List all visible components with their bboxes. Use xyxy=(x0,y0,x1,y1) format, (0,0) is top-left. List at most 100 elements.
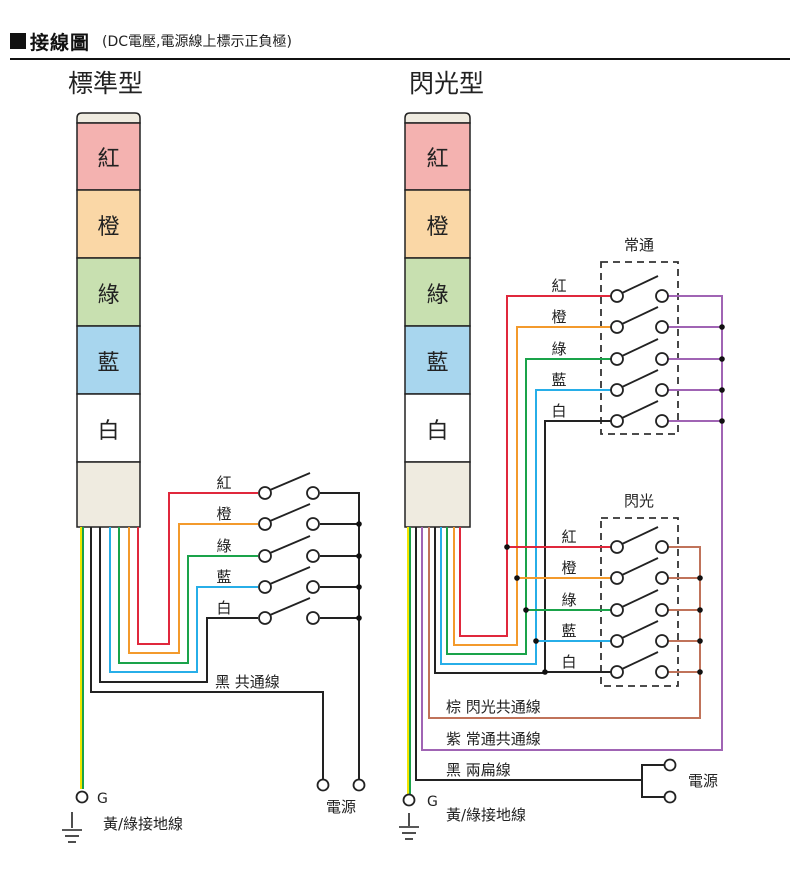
standard-tier-label: 綠 xyxy=(97,283,119,308)
junction-dot xyxy=(533,638,539,644)
ground-symbol-label: G xyxy=(427,794,438,810)
standard-tier-label: 紅 xyxy=(97,147,119,172)
ground-terminal xyxy=(402,793,416,807)
steady-switch-label: 紅 xyxy=(551,277,566,295)
flash-tier-white xyxy=(404,393,471,463)
flash-wires xyxy=(407,295,723,798)
junction-dot xyxy=(504,544,510,550)
standard-switch-red xyxy=(258,472,320,500)
ground-symbol-label: G xyxy=(97,791,108,807)
flash-switch-label: 藍 xyxy=(561,622,576,640)
flash-junction-dots xyxy=(504,324,725,675)
junction-dot xyxy=(356,615,362,621)
standard-wires xyxy=(80,492,360,789)
junction-dot xyxy=(719,387,725,393)
steady-switch-box xyxy=(600,261,679,435)
standard-common-label: 黑 共通線 xyxy=(215,673,280,691)
standard-tower-base xyxy=(76,461,141,528)
flash-tier-label: 紅 xyxy=(426,147,448,172)
flash-title: 閃光型 xyxy=(409,69,484,98)
steady-switch-white xyxy=(610,400,669,428)
flash-switch-green xyxy=(610,589,669,617)
steady-switches xyxy=(610,275,669,428)
flash-switch-white xyxy=(610,651,669,679)
standard-switch-green xyxy=(258,535,320,563)
junction-dot xyxy=(697,669,703,675)
junction-dot xyxy=(719,418,725,424)
standard-switch-label: 紅 xyxy=(216,474,231,492)
flash-tier-label: 白 xyxy=(426,419,448,444)
standard-switch-blue xyxy=(258,566,320,594)
steady-switch-red xyxy=(610,275,669,303)
power-terminal xyxy=(663,790,677,804)
junction-dot xyxy=(356,521,362,527)
header: 接線圖 (DC電壓,電源線上標示正負極) xyxy=(10,28,292,54)
steady-switch-label: 綠 xyxy=(551,340,566,358)
flash-group-label: 閃光 xyxy=(624,492,654,510)
flash-tower: 紅 橙 綠 藍 白 xyxy=(404,112,471,528)
standard-tier-blue xyxy=(76,325,141,395)
standard-switch-label: 綠 xyxy=(216,537,231,555)
flash-power-terminals xyxy=(663,758,677,804)
standard-wire-red xyxy=(137,492,258,645)
standard-tier-label: 橙 xyxy=(97,215,119,240)
flash-switch-label: 白 xyxy=(561,653,576,671)
standard-title: 標準型 xyxy=(68,69,143,98)
flash-wire-blue xyxy=(440,389,612,665)
standard-common-wire xyxy=(90,527,324,780)
flash-tier-red xyxy=(404,122,471,191)
flash-switch-box xyxy=(600,517,679,687)
steady-switch-green xyxy=(610,338,669,366)
steady-switch-label: 藍 xyxy=(551,371,566,389)
junction-dot xyxy=(514,575,520,581)
flash-purple-common-wire xyxy=(421,295,723,751)
standard-wire-orange xyxy=(128,523,258,654)
flash-tower-cap xyxy=(404,112,471,124)
junction-dot xyxy=(356,584,362,590)
flashing-switches xyxy=(610,526,669,679)
flash-tier-label: 綠 xyxy=(426,283,448,308)
flash-switch-label: 綠 xyxy=(561,591,576,609)
steady-switch-label: 橙 xyxy=(551,308,566,326)
standard-tier-red xyxy=(76,122,141,191)
junction-dot xyxy=(719,356,725,362)
ground-icon xyxy=(62,812,82,843)
brown-common-label: 棕 閃光共通線 xyxy=(446,698,541,716)
flash-power-label: 電源 xyxy=(688,772,718,790)
flash-tier-blue xyxy=(404,325,471,395)
junction-dot xyxy=(542,669,548,675)
ground-label: 黃/綠接地線 xyxy=(446,806,526,824)
standard-tier-white xyxy=(76,393,141,463)
junction-dot xyxy=(697,607,703,613)
flash-power-fork xyxy=(641,764,665,798)
power-terminal xyxy=(352,778,366,792)
flash-switch-label: 紅 xyxy=(561,528,576,546)
header-square-icon xyxy=(10,33,26,49)
standard-switches xyxy=(258,472,320,625)
standard-wire-white xyxy=(99,527,258,683)
steady-switch-orange xyxy=(610,306,669,334)
steady-switch-label: 白 xyxy=(551,402,566,420)
standard-power-label: 電源 xyxy=(326,798,356,816)
junction-dot xyxy=(356,553,362,559)
flash-tower-base xyxy=(404,461,471,528)
black-two-flat-label: 黑 兩扁線 xyxy=(446,761,511,779)
standard-power-terminals xyxy=(316,778,366,792)
standard-switch-white xyxy=(258,597,320,625)
page-subtitle: (DC電壓,電源線上標示正負極) xyxy=(102,34,292,50)
flash-black-power-wire xyxy=(415,527,642,781)
flash-wire-green xyxy=(446,358,612,655)
power-terminal xyxy=(663,758,677,772)
standard-wire-blue xyxy=(109,527,258,673)
flash-switch-blue xyxy=(610,620,669,648)
junction-dot xyxy=(523,607,529,613)
steady-group-label: 常通 xyxy=(624,236,654,254)
flash-tier-label: 橙 xyxy=(426,215,448,240)
standard-switch-label: 白 xyxy=(216,599,231,617)
flash-ground: G 黃/綠接地線 xyxy=(399,793,526,840)
ground-terminal xyxy=(75,790,89,804)
ground-icon xyxy=(399,813,419,840)
junction-dot xyxy=(719,324,725,330)
flash-switch-orange xyxy=(610,557,669,585)
